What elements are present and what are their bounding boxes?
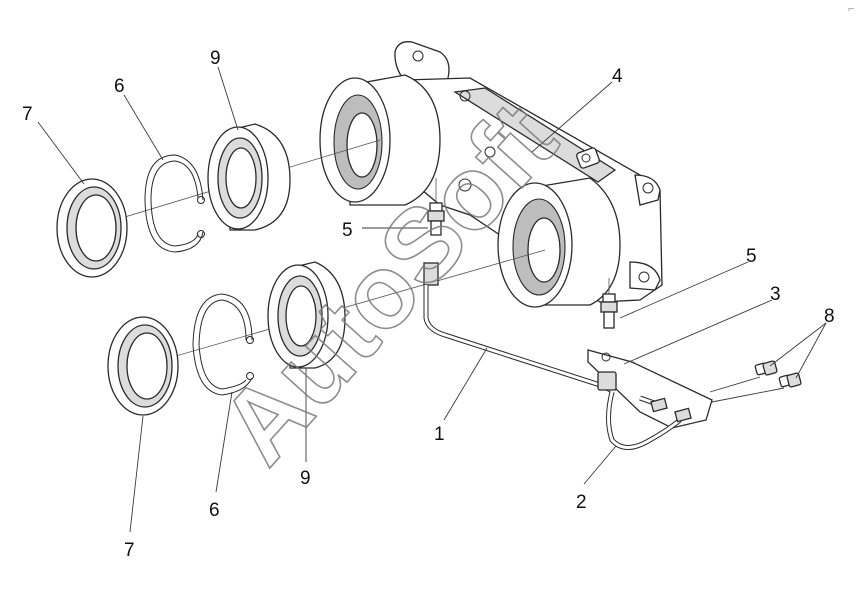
callout-5-right: 5 <box>746 246 757 267</box>
leader-lines <box>37 66 827 533</box>
bearing-part-9-upper <box>207 123 291 231</box>
corner-mark: ⌐ <box>848 3 854 15</box>
upper-bearing-stack <box>56 123 381 278</box>
housing-part-4 <box>319 41 663 308</box>
circlip-part-6-upper <box>144 154 205 253</box>
seal-part-7-upper <box>56 178 128 278</box>
fitting-part-8-upper <box>754 360 778 376</box>
callout-7-bottom: 7 <box>124 540 135 561</box>
callout-6-top: 6 <box>114 76 125 97</box>
callout-9-bottom: 9 <box>300 468 311 489</box>
lower-bearing-stack <box>107 249 546 416</box>
callout-6-bottom: 6 <box>209 500 220 521</box>
grease-nipple-part-5-right <box>600 278 618 329</box>
callout-8: 8 <box>824 306 835 327</box>
seal-part-7-lower <box>107 316 179 416</box>
callout-2: 2 <box>576 492 587 513</box>
pipe-part-2 <box>606 391 692 450</box>
pipe-part-1 <box>423 262 617 395</box>
callout-7-top: 7 <box>22 104 33 125</box>
callout-5-left: 5 <box>342 220 353 241</box>
bearing-part-9-lower <box>267 261 346 369</box>
callout-3: 3 <box>770 284 781 305</box>
callout-9-top: 9 <box>210 48 221 69</box>
bracket-part-3 <box>587 349 713 429</box>
fitting-part-8-lower <box>778 372 802 388</box>
callout-1: 1 <box>434 424 445 445</box>
grease-nipple-part-5-left <box>427 178 445 236</box>
callout-labels: 7 6 9 4 5 5 3 8 1 9 6 7 2 <box>22 48 835 561</box>
callout-4: 4 <box>612 66 623 87</box>
